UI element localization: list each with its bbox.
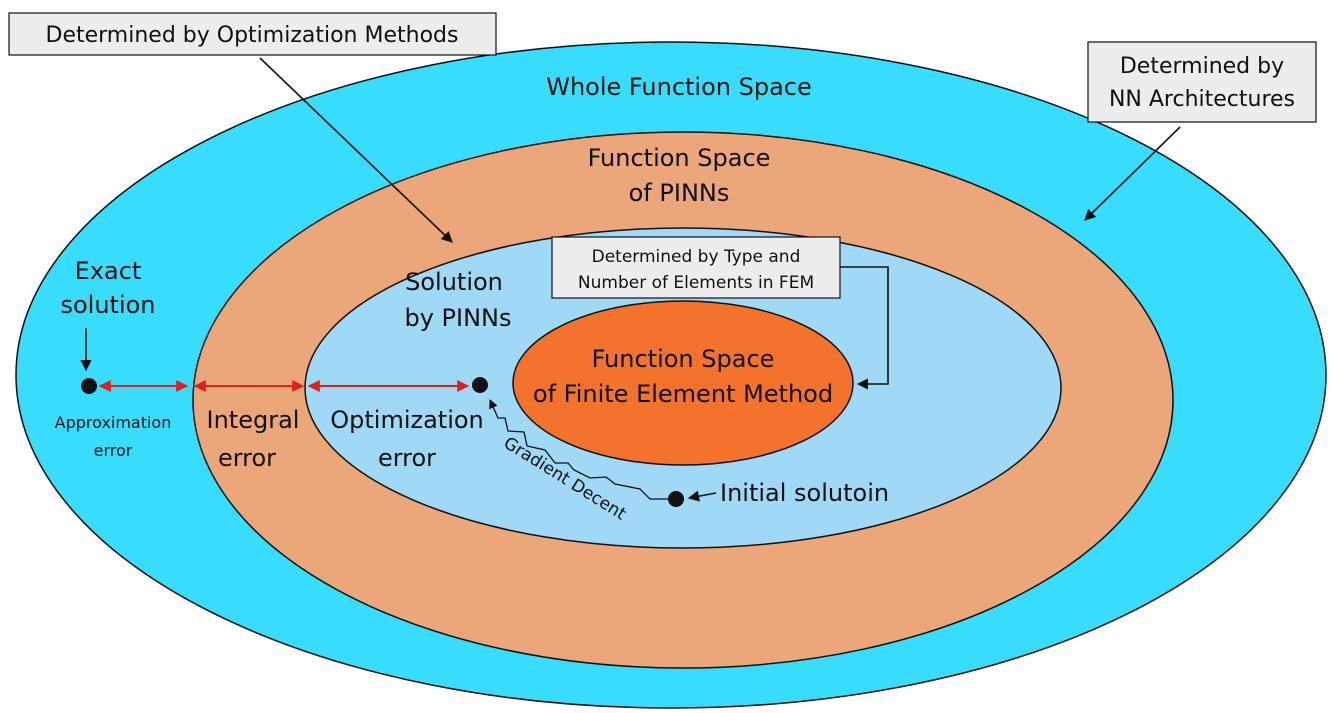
nn-architectures-label-line1: Determined by xyxy=(1120,54,1284,79)
nn-architectures-label-line2: NN Architectures xyxy=(1109,87,1295,112)
pinn-space-label-line1: Function Space xyxy=(588,144,771,172)
optimization-error-label-line2: error xyxy=(378,444,436,472)
initial-solution-label: Initial solutoin xyxy=(720,479,889,507)
whole-space-label: Whole Function Space xyxy=(546,73,812,101)
fem-type-label-line1: Determined by Type and xyxy=(592,247,801,267)
optimization-methods-box xyxy=(8,12,497,56)
pinn-solution-label-line2: by PINNs xyxy=(404,304,511,332)
pinn-solution-point xyxy=(472,377,488,393)
fem-label-line2: of Finite Element Method xyxy=(533,380,833,408)
initial-solution-point xyxy=(668,491,684,507)
initial-solution-pointer xyxy=(687,490,717,502)
pinn-solution-label-line1: Solution xyxy=(405,268,503,296)
optimization-methods-label: Determined by Optimization Methods xyxy=(46,23,459,48)
fem-type-box xyxy=(551,236,841,299)
fem-function-space-region xyxy=(512,300,854,466)
exact-solution-label-line2: solution xyxy=(60,291,155,319)
fem-type-arrow xyxy=(840,266,889,390)
exact-solution-point xyxy=(81,378,97,394)
fem-label-line1: Function Space xyxy=(592,345,775,373)
gradient-descent-path xyxy=(489,399,672,500)
integral-error-label-line2: error xyxy=(218,444,276,472)
nn-architectures-box xyxy=(1087,41,1317,123)
fem-type-label-line2: Number of Elements in FEM xyxy=(578,273,814,293)
approximation-error-label-line1: Approximation xyxy=(55,413,172,432)
exact-solution-label-line1: Exact xyxy=(75,257,142,285)
optimization-methods-arrow xyxy=(259,57,453,243)
optimization-error-label-line1: Optimization xyxy=(330,406,484,434)
integral-error-label-line1: Integral xyxy=(207,406,300,434)
nn-architectures-arrow xyxy=(1084,126,1181,221)
approximation-error-label-line2: error xyxy=(94,441,133,460)
pinn-space-label-line2: of PINNs xyxy=(629,179,730,207)
